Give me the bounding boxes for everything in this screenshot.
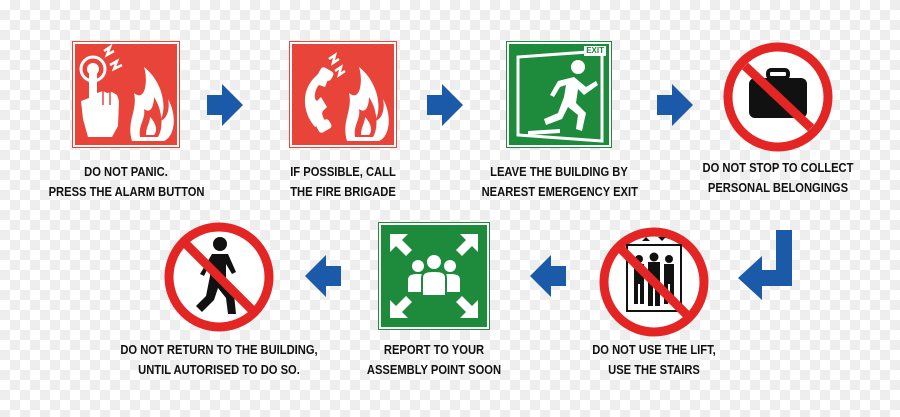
- step-1-line2: PRESS THE ALARM BUTTON: [48, 184, 205, 199]
- arrow-3: [655, 82, 695, 128]
- step-7-line2: UNTIL AUTORISED TO DO SO.: [138, 362, 300, 377]
- no-return-icon: [164, 222, 274, 332]
- arrow-5: [528, 253, 568, 299]
- arrow-right-icon: [207, 84, 243, 126]
- step-5-line2: USE THE STAIRS: [608, 362, 700, 377]
- fire-alarm-button-icon: [72, 41, 180, 148]
- step-5-caption: DO NOT USE THE LIFT, USE THE STAIRS: [568, 340, 740, 380]
- no-return-sign: [162, 220, 276, 334]
- step-6-line2: ASSEMBLY POINT SOON: [366, 362, 502, 377]
- step-5-line1: DO NOT USE THE LIFT,: [592, 342, 716, 357]
- step-7-caption: DO NOT RETURN TO THE BUILDING, UNTIL AUT…: [120, 340, 318, 380]
- fire-telephone-icon: [289, 41, 397, 148]
- arrow-2: [425, 82, 465, 128]
- assembly-point-icon: [378, 222, 490, 330]
- assembly-point-sign: [378, 222, 490, 330]
- exit-label: EXIT: [584, 46, 606, 56]
- arrow-left-icon: [530, 255, 566, 297]
- step-6-caption: REPORT TO YOUR ASSEMBLY POINT SOON: [357, 340, 512, 380]
- no-lift-sign: [597, 225, 711, 339]
- step-2-line2: THE FIRE BRIGADE: [290, 184, 396, 199]
- no-lift-icon: [599, 227, 709, 337]
- arrow-right-icon: [427, 84, 463, 126]
- arrow-turn-down-left-icon: [738, 230, 792, 300]
- arrow-1: [205, 82, 245, 128]
- fire-telephone-sign: [289, 41, 397, 148]
- step-7-line1: DO NOT RETURN TO THE BUILDING,: [120, 342, 318, 357]
- step-1-line1: DO NOT PANIC.: [84, 164, 168, 179]
- step-4-line2: PERSONAL BELONGINGS: [707, 180, 849, 195]
- step-4-caption: DO NOT STOP TO COLLECT PERSONAL BELONGIN…: [692, 158, 864, 198]
- step-3-line1: LEAVE THE BUILDING BY: [490, 164, 628, 179]
- step-2-caption: IF POSSIBLE, CALL THE FIRE BRIGADE: [266, 162, 421, 202]
- step-4-line1: DO NOT STOP TO COLLECT: [702, 160, 854, 175]
- step-2-line1: IF POSSIBLE, CALL: [290, 164, 396, 179]
- step-1-caption: DO NOT PANIC. PRESS THE ALARM BUTTON: [48, 162, 205, 202]
- emergency-exit-sign: EXIT: [506, 41, 612, 148]
- arrow-4: [736, 228, 798, 302]
- arrow-6: [303, 253, 343, 299]
- step-6-line1: REPORT TO YOUR: [383, 342, 485, 357]
- step-3-line2: NEAREST EMERGENCY EXIT: [481, 184, 638, 199]
- step-3-caption: LEAVE THE BUILDING BY NEAREST EMERGENCY …: [481, 162, 638, 202]
- fire-alarm-sign: [72, 41, 180, 148]
- no-belongings-icon: [723, 42, 833, 152]
- arrow-left-icon: [305, 255, 341, 297]
- arrow-right-icon: [657, 84, 693, 126]
- emergency-exit-icon: [506, 41, 612, 148]
- no-belongings-sign: [721, 40, 835, 154]
